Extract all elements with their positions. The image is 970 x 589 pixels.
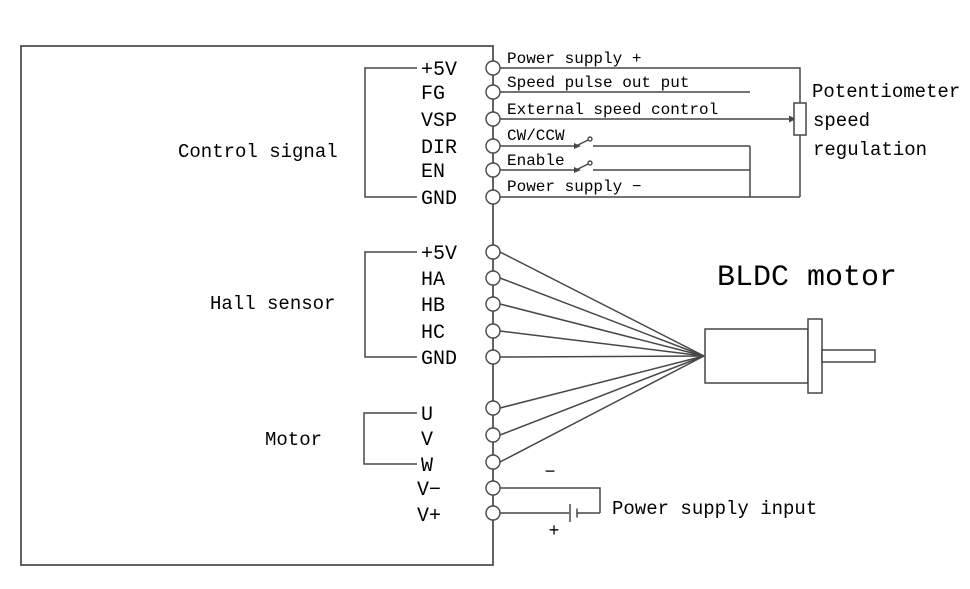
enable-switch-blade xyxy=(577,163,589,170)
wiper-arrow-icon xyxy=(789,115,796,123)
phase-wire-w xyxy=(499,355,705,463)
wire-enable: Enable xyxy=(500,152,750,173)
pin-label-vsp: VSP xyxy=(421,110,457,133)
bldc-motor: BLDC motor xyxy=(704,261,897,394)
pin-label-en: EN xyxy=(421,161,445,184)
potentiometer-label-line2: speed xyxy=(813,110,870,132)
minus-sign-label: − xyxy=(545,463,556,483)
terminal-v-plus xyxy=(485,505,501,521)
motor-flange-symbol xyxy=(807,318,823,394)
control-signal-group: Control signal +5V FG VSP DIR EN GND xyxy=(178,59,457,211)
pin-label-ha: HA xyxy=(421,269,445,292)
potentiometer-label-line1: Potentiometer xyxy=(812,81,960,103)
wire-cw-ccw: CW/CCW xyxy=(500,127,750,149)
hall-group-label: Hall sensor xyxy=(210,293,335,315)
motor-body-symbol xyxy=(704,328,809,384)
terminal-u xyxy=(485,400,501,416)
terminal-5v-hall xyxy=(485,244,501,260)
pin-label-v-plus: V+ xyxy=(417,505,441,528)
hall-wire-hb xyxy=(499,303,705,357)
cwccw-switch-pole-icon xyxy=(587,136,593,142)
phase-wire-u xyxy=(499,355,705,409)
cwccw-switch-contact-icon xyxy=(574,143,581,149)
terminal-rail xyxy=(485,60,501,521)
hall-wire-ha xyxy=(499,277,705,357)
terminal-en xyxy=(485,162,501,178)
potentiometer-label-line3: regulation xyxy=(813,139,927,161)
hall-sensor-group: Hall sensor +5V HA HB HC GND xyxy=(210,243,457,371)
motor-harness-wires xyxy=(499,251,705,463)
pin-label-hb: HB xyxy=(421,295,445,318)
hall-bracket xyxy=(364,251,417,358)
pin-label-w: W xyxy=(421,455,433,478)
battery-symbol xyxy=(569,504,578,522)
control-group-label: Control signal xyxy=(178,141,338,163)
terminal-ha xyxy=(485,270,501,286)
wire-label-power-supply-plus: Power supply + xyxy=(507,50,641,68)
bldc-motor-label: BLDC motor xyxy=(717,261,897,295)
pin-label-5v-hall: +5V xyxy=(421,243,457,266)
pin-label-dir: DIR xyxy=(421,137,457,160)
motor-phase-group: Motor U V W V− V+ xyxy=(265,404,441,528)
terminal-dir xyxy=(485,138,501,154)
pin-label-v-minus: V− xyxy=(417,479,441,502)
terminal-v-minus xyxy=(485,480,501,496)
wire-power-supply-plus xyxy=(500,67,801,103)
terminal-vsp xyxy=(485,111,501,127)
enable-switch-pole-icon xyxy=(587,160,593,166)
wire-label-enable: Enable xyxy=(507,152,565,170)
pin-label-gnd-hall: GND xyxy=(421,348,457,371)
pin-label-gnd-control: GND xyxy=(421,188,457,211)
terminal-fg xyxy=(485,84,501,100)
motor-group-label: Motor xyxy=(265,429,322,451)
power-supply-input-label: Power supply input xyxy=(612,498,817,520)
power-supply-input: − + Power supply input xyxy=(500,463,817,542)
pin-label-5v-control: +5V xyxy=(421,59,457,82)
v-minus-wire xyxy=(500,487,601,513)
pin-label-v: V xyxy=(421,429,433,452)
hall-wire-gnd xyxy=(499,355,705,358)
wire-label-cw-ccw: CW/CCW xyxy=(507,127,565,145)
terminal-w xyxy=(485,454,501,470)
potentiometer-symbol xyxy=(793,102,807,136)
wire-label-speed-pulse: Speed pulse out put xyxy=(507,74,689,92)
wire-label-power-supply-minus: Power supply − xyxy=(507,178,641,196)
phase-wire-v xyxy=(499,355,705,436)
cwccw-switch-blade xyxy=(577,139,589,146)
enable-switch-contact-icon xyxy=(574,167,581,173)
terminal-hb xyxy=(485,296,501,312)
terminal-gnd-control xyxy=(485,189,501,205)
control-wires: Power supply + Speed pulse out put Exter… xyxy=(500,50,801,198)
plus-sign-label: + xyxy=(549,522,560,542)
terminal-hc xyxy=(485,323,501,339)
pin-label-hc: HC xyxy=(421,322,445,345)
terminal-gnd-hall xyxy=(485,349,501,365)
terminal-v xyxy=(485,427,501,443)
potentiometer: Potentiometer speed regulation xyxy=(793,81,960,197)
control-bracket xyxy=(364,67,417,198)
hall-wire-hc xyxy=(499,330,705,357)
pin-label-fg: FG xyxy=(421,83,445,106)
terminal-5v-control xyxy=(485,60,501,76)
pin-label-u: U xyxy=(421,404,433,427)
motor-bracket xyxy=(363,412,417,465)
hall-wire-5v xyxy=(499,251,705,357)
wire-label-external-speed: External speed control xyxy=(507,101,718,119)
motor-shaft-symbol xyxy=(821,349,876,363)
